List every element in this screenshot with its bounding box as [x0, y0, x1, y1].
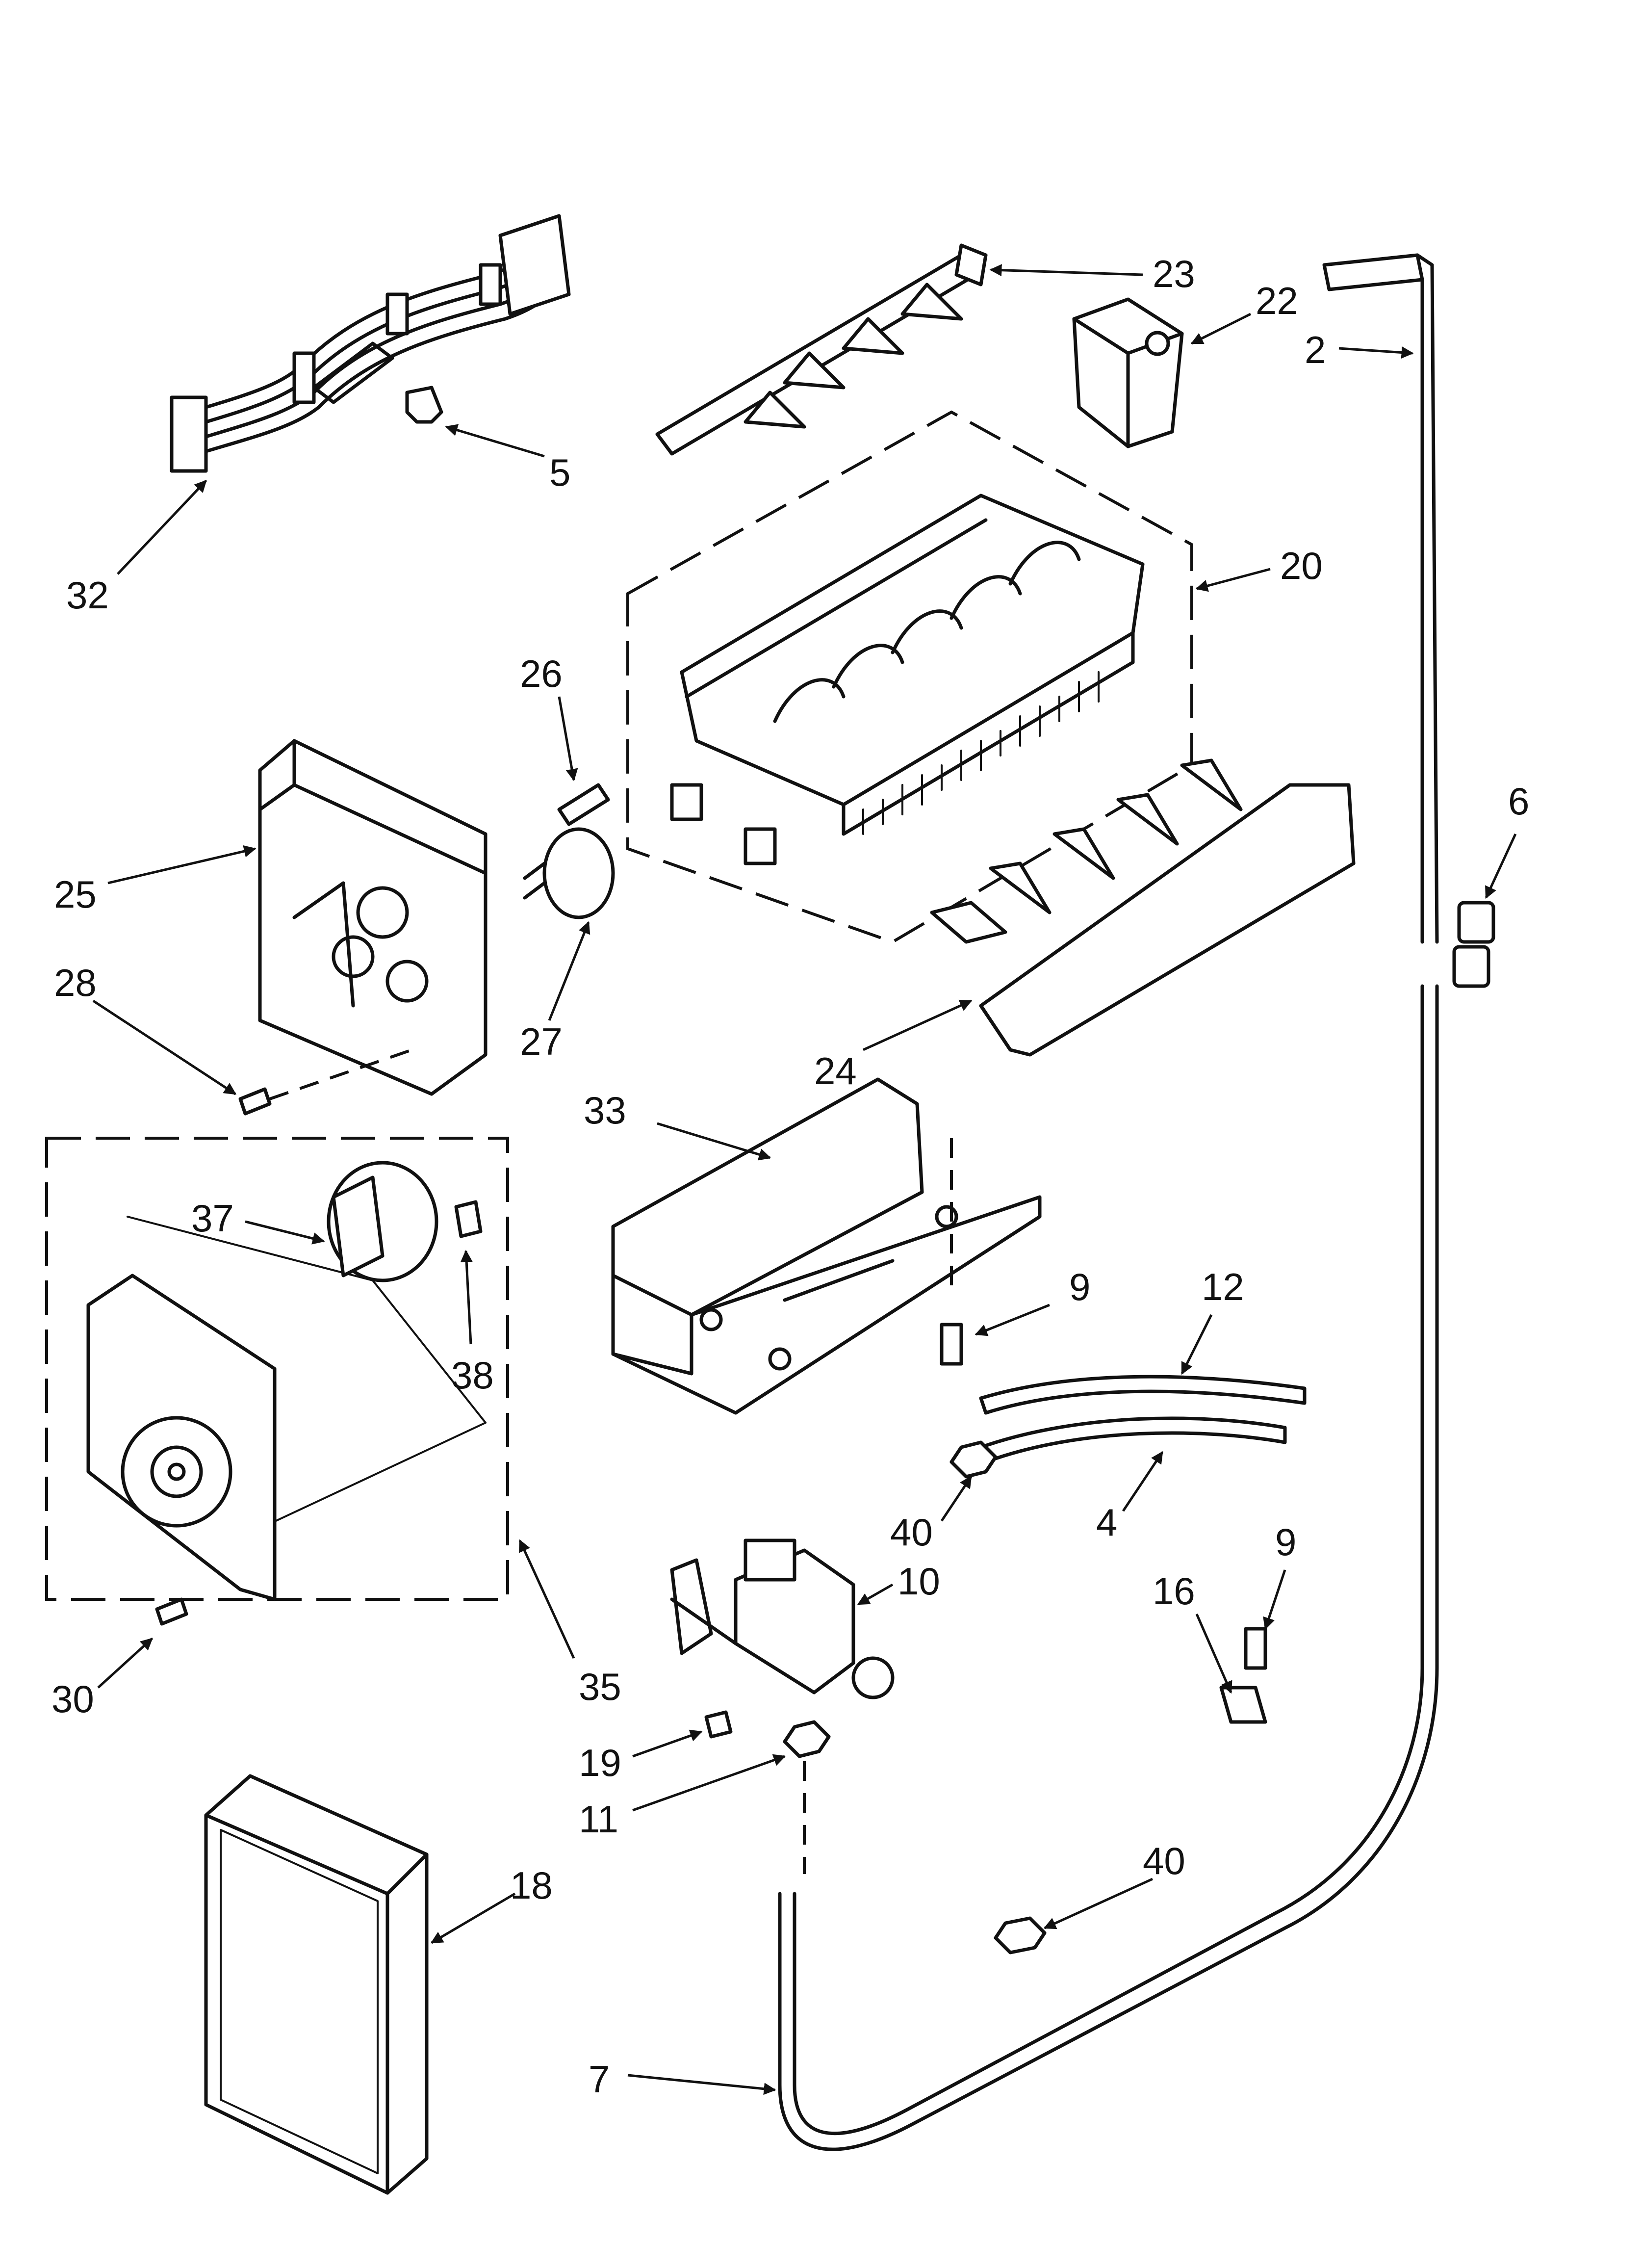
callout-label: 16: [1153, 1569, 1195, 1613]
callout-label: 5: [549, 451, 570, 494]
callout-label: 26: [520, 652, 563, 695]
callout-label: 40: [890, 1511, 933, 1554]
callout-label: 9: [1275, 1520, 1296, 1564]
callout-labels: 32 5 23 22 2 20 26 6 25 28 27 24 33 37 3…: [51, 252, 1529, 2101]
callout-label: 11: [579, 1798, 618, 1841]
callout-label: 24: [814, 1049, 857, 1093]
clip-part: [405, 386, 443, 424]
ejector-shaft-part: [655, 243, 988, 456]
nut-part: [994, 1916, 1047, 1955]
callout-label: 19: [579, 1741, 621, 1784]
tray-part: [204, 1774, 429, 2195]
screw-part: [940, 1323, 963, 1366]
clamp-part: [1219, 1686, 1267, 1724]
drive-plate-part: [86, 1274, 277, 1601]
screw-axis-line: [269, 1048, 412, 1100]
thermostat-part: [523, 827, 615, 919]
callout-label: 12: [1202, 1265, 1244, 1308]
screw-part: [704, 1710, 733, 1739]
screw-part: [1244, 1627, 1267, 1670]
tube-part: [979, 1375, 1307, 1415]
callout-label: 33: [584, 1089, 626, 1132]
callout-label: 35: [579, 1665, 621, 1708]
callout-label: 32: [66, 574, 109, 617]
wire-harness-part: [170, 214, 571, 473]
callout-label: 22: [1256, 279, 1298, 322]
callout-label: 6: [1508, 780, 1529, 823]
mold-part: [670, 494, 1145, 865]
motor-part: [327, 1161, 438, 1282]
bracket-part: [1072, 297, 1184, 448]
coupling-part: [1452, 901, 1495, 988]
fill-tube-part: [778, 253, 1439, 2151]
callout-lines: [92, 264, 1517, 2095]
screw-part: [454, 1200, 483, 1238]
screw-part: [155, 1597, 188, 1626]
tube-part: [979, 1416, 1287, 1464]
nut-part: [783, 1720, 831, 1758]
callout-label: 20: [1280, 544, 1323, 587]
screw-part: [238, 1087, 272, 1116]
callout-label: 27: [520, 1020, 563, 1063]
callout-label: 28: [54, 961, 97, 1004]
shield-part: [611, 1077, 1042, 1415]
cover-part: [930, 758, 1356, 1057]
callout-label: 25: [54, 873, 97, 916]
callout-label: 23: [1153, 252, 1195, 295]
water-valve-part: [670, 1538, 895, 1699]
callout-label: 38: [451, 1354, 494, 1397]
callout-label: 10: [898, 1560, 940, 1603]
callout-label: 37: [191, 1197, 234, 1240]
drive-assembly-boundary: [45, 1137, 509, 1601]
callout-label: 18: [510, 1864, 553, 1907]
callout-label: 30: [51, 1677, 94, 1721]
housing-part: [258, 739, 487, 1096]
callout-label: 4: [1096, 1501, 1117, 1544]
drive-assembly-guide: [127, 1216, 487, 1532]
callout-label: 7: [589, 2058, 610, 2101]
thermostat-clip-part: [557, 783, 610, 826]
callout-label: 40: [1143, 1839, 1185, 1882]
callout-label: 2: [1305, 328, 1326, 371]
nut-part: [949, 1440, 998, 1479]
callout-label: 9: [1069, 1265, 1090, 1308]
